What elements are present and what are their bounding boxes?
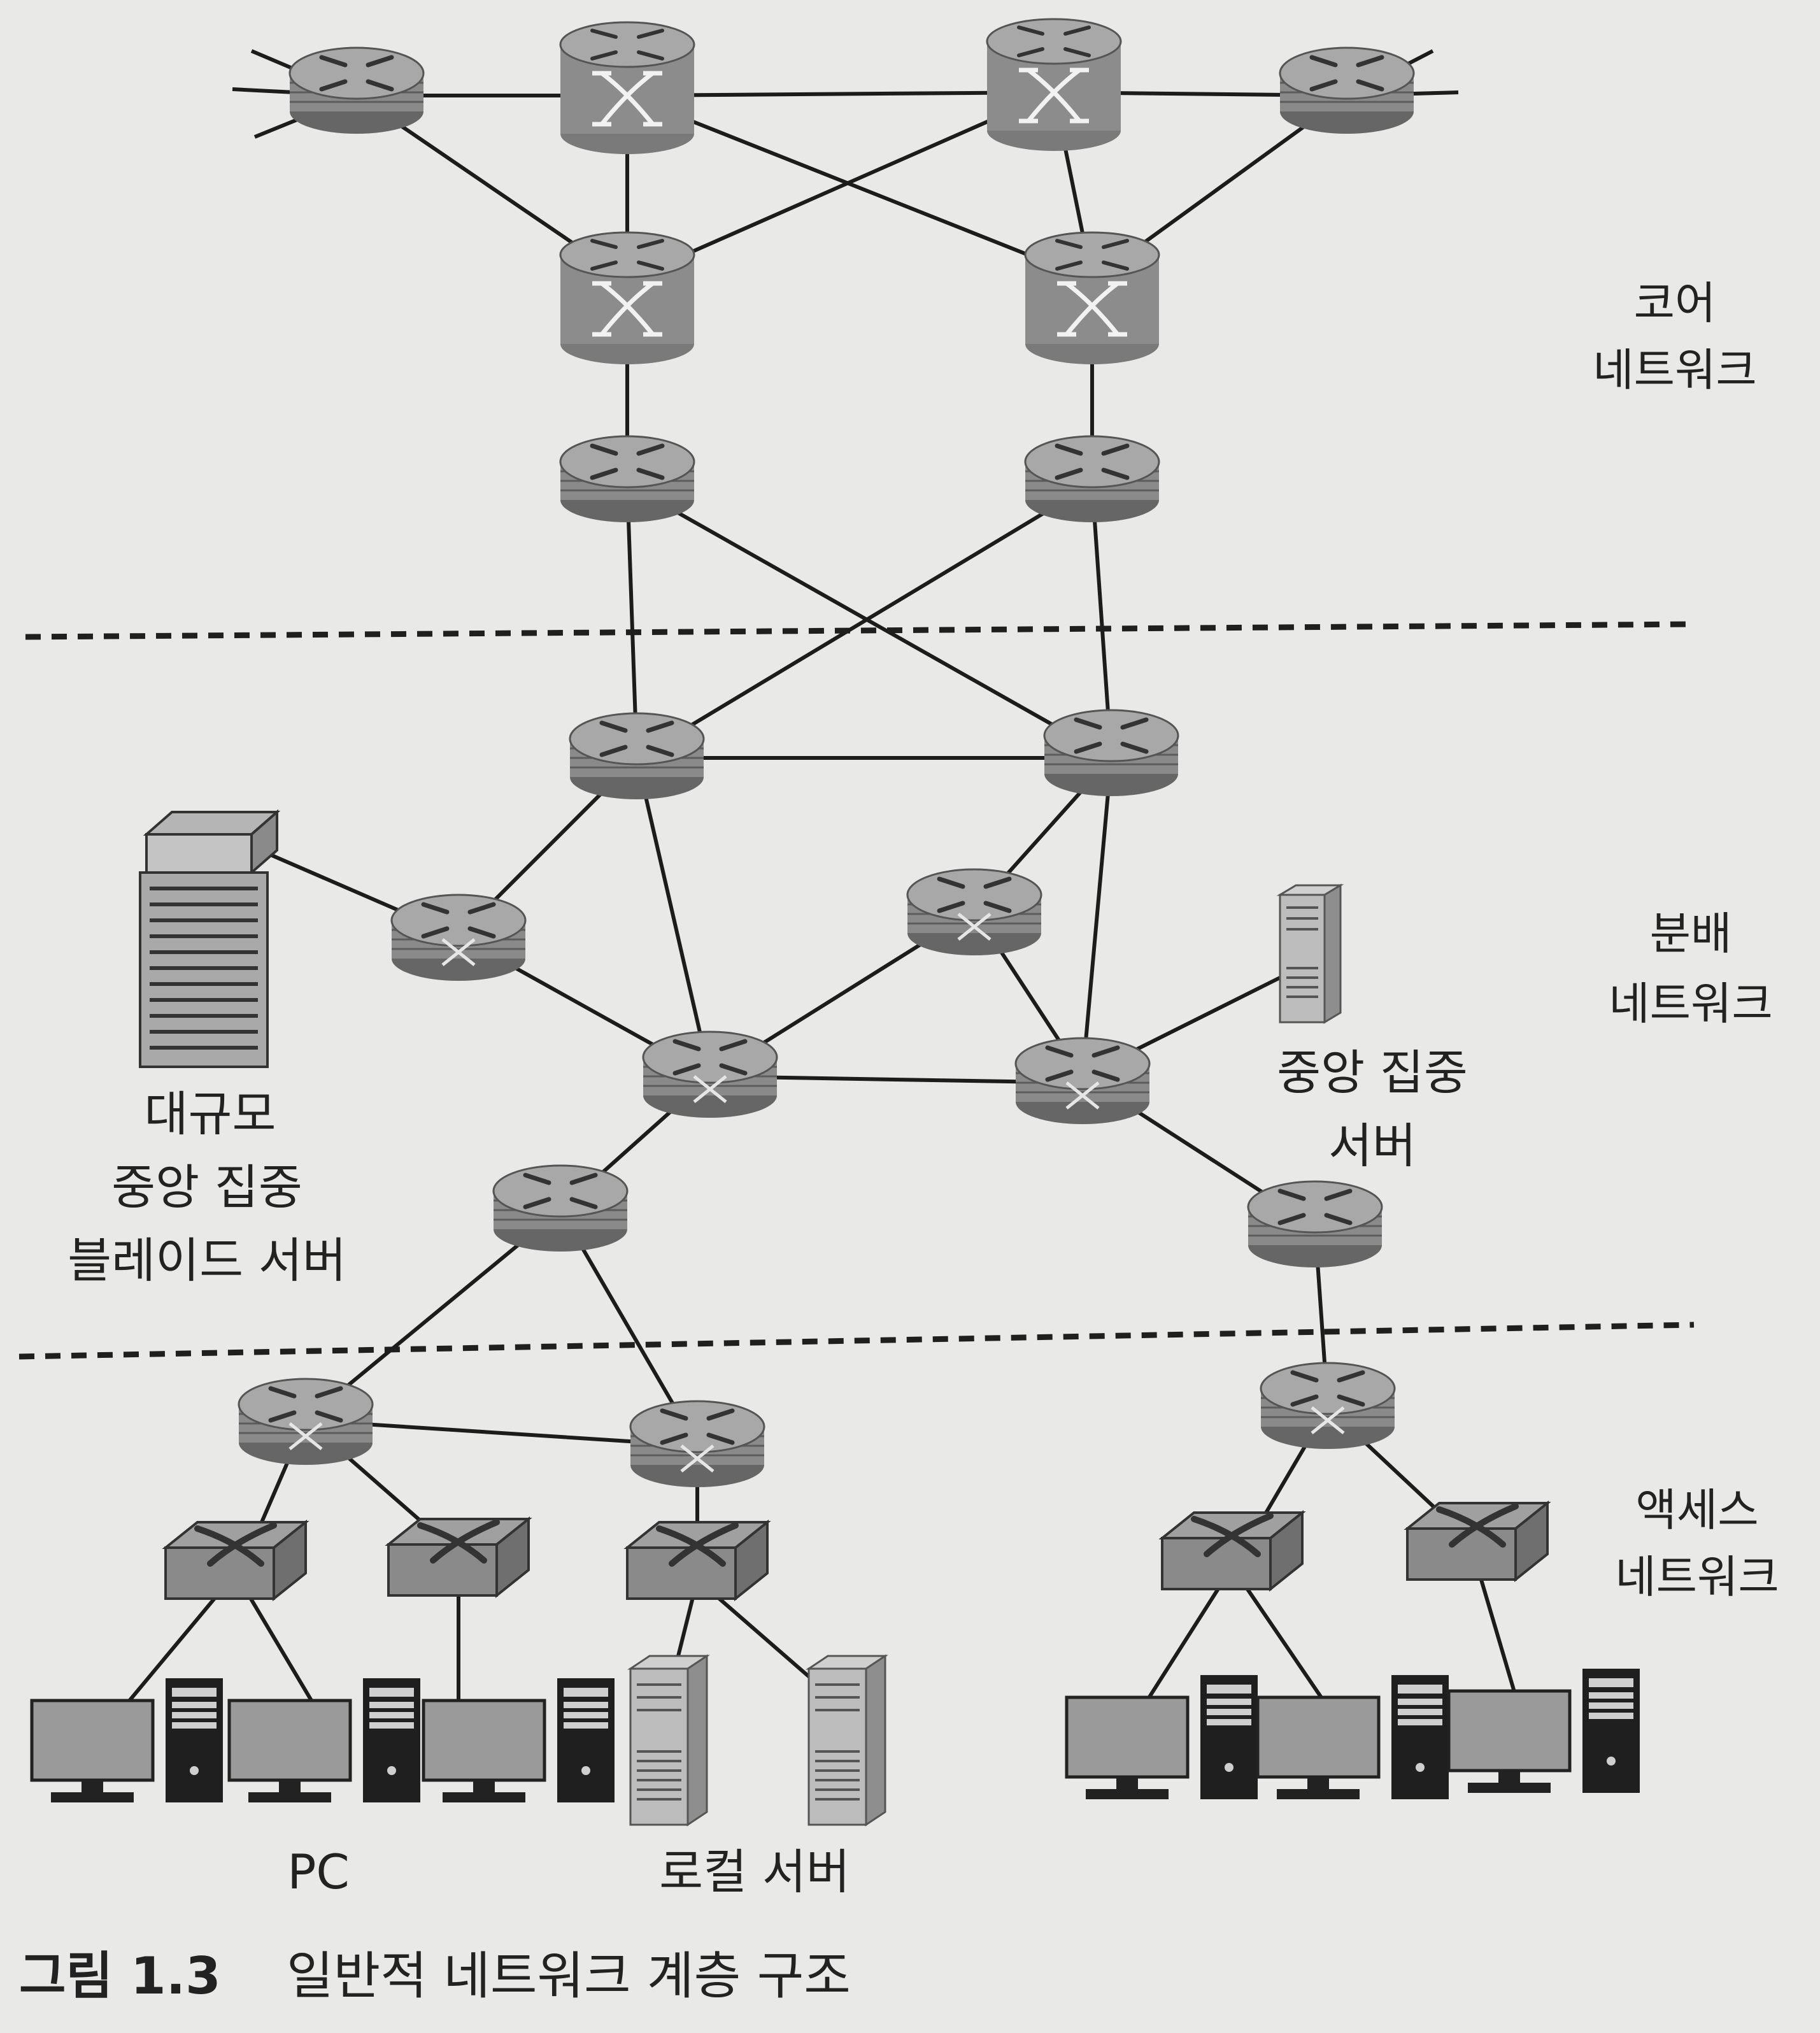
distribution-router-lower-right [1248,1181,1382,1267]
core-layer-label: 코어 네트워크 [1593,277,1757,396]
core-router-top-right [987,19,1121,151]
core-layer-label-line2: 네트워크 [1593,344,1757,396]
blade-server-label-line1: 대규모 [144,1086,276,1142]
access-layer-label-line1: 액세스 [1635,1484,1758,1536]
central-server-label: 중앙 집중 서버 [1277,1045,1468,1174]
core-distribution-separator [25,621,1695,640]
access-router-middle [630,1401,764,1487]
pc-5 [1258,1675,1449,1799]
pc-label: PC [287,1844,350,1900]
pc-6 [1449,1669,1640,1793]
core-router-bottom-left [560,232,694,364]
pc-1 [32,1678,223,1802]
access-router-right [1261,1363,1395,1449]
figure-caption: 그림 1.3 일반적 네트워크 계층 구조 [19,1946,851,2006]
access-switch-3 [627,1522,767,1599]
distribution-router-lower-left [494,1166,627,1252]
distribution-layer-label-line1: 분배 [1650,908,1732,960]
core-edge-router-right [1280,48,1414,134]
access-switch-4 [1162,1513,1302,1589]
pc-4 [1067,1675,1258,1799]
layer-separators [18,621,1695,1360]
access-switch-1 [166,1522,306,1599]
end-hosts [32,1655,1640,1826]
central-server-icon [1276,883,1344,1024]
local-server-2 [807,1655,886,1826]
pc-2 [229,1678,420,1802]
central-server-label-line1: 중앙 집중 [1277,1045,1468,1101]
blade-server-icon [139,809,281,1068]
distribution-layer-label-line2: 네트워크 [1609,978,1773,1030]
access-layer-label-line2: 네트워크 [1615,1551,1779,1603]
access-router-left [239,1379,373,1465]
central-server-label-line2: 서버 [1328,1118,1416,1174]
local-server-1 [629,1655,708,1826]
pc-3 [423,1678,615,1802]
core-border-router-left [560,436,694,522]
caption-title: 일반적 네트워크 계층 구조 [287,1946,851,2006]
access-switch-5 [1407,1503,1547,1580]
core-router-bottom-right [1025,232,1159,364]
core-router-top-left [560,22,694,154]
distribution-layer-label: 분배 네트워크 [1609,908,1773,1030]
distribution-router-top-left [570,713,704,799]
distribution-router-blade [392,895,525,981]
blade-server-label-line2: 중앙 집중 [111,1159,302,1215]
core-layer-label-line1: 코어 [1634,277,1716,329]
blade-server-label: 대규모 중앙 집중 블레이드 서버 [68,1086,346,1288]
core-border-router-right [1025,436,1159,522]
access-layer-label: 액세스 네트워크 [1615,1484,1779,1603]
distribution-router-center-left [643,1032,777,1118]
distribution-router-top-right [1044,710,1178,796]
local-server-label: 로컬 서버 [659,1844,850,1900]
distribution-devices [392,710,1382,1267]
distribution-router-middle [907,869,1041,955]
caption-number: 그림 1.3 [19,1946,221,2006]
access-switch-2 [388,1519,529,1595]
distribution-access-separator [18,1322,1695,1360]
blade-server-label-line3: 블레이드 서버 [68,1232,346,1288]
distribution-router-center-right [1016,1038,1149,1124]
core-edge-router-left [290,48,423,134]
